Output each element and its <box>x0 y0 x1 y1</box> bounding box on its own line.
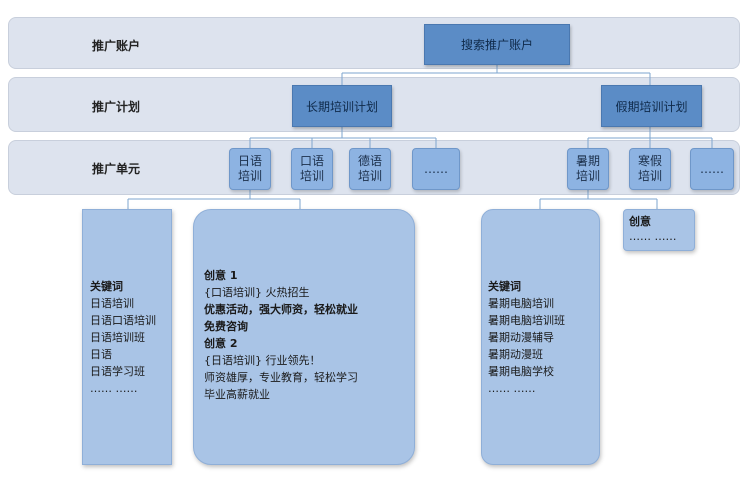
keyword-item: …… …… <box>90 382 138 395</box>
unit-label-line1: 寒假 <box>637 154 662 168</box>
creative-line: 毕业高薪就业 <box>204 388 270 401</box>
creative-line: 优惠活动，强大师资，轻松就业 <box>204 303 358 316</box>
connector-unit-right-panels <box>539 190 658 209</box>
unit-label-line2: 培训 <box>637 169 662 183</box>
unit-label-line1: 暑期 <box>575 154 600 168</box>
unit-node-german: 德语 培训 <box>349 148 391 190</box>
creative-line: 创意 2 <box>204 337 238 350</box>
unit-label-line1: 口语 <box>299 154 324 168</box>
keyword-item: 暑期电脑培训班 <box>488 314 565 327</box>
creative-panel-summer: 创意 …… …… <box>623 209 695 251</box>
keyword-item: 暑期动漫班 <box>488 348 543 361</box>
keyword-item: 暑期动漫辅导 <box>488 331 554 344</box>
creative-line: 创意 1 <box>204 269 238 282</box>
keyword-item: 日语学习班 <box>90 365 145 378</box>
keyword-item: 日语口语培训 <box>90 314 156 327</box>
unit-node-spoken: 口语 培训 <box>291 148 333 190</box>
unit-label-line2: 培训 <box>575 169 600 183</box>
unit-label-line2: 培训 <box>237 169 262 183</box>
unit-label-line2: 培训 <box>357 169 382 183</box>
keyword-item: 日语培训班 <box>90 331 145 344</box>
connector-account-plans <box>341 65 651 85</box>
unit-label-line1: …… <box>700 161 724 176</box>
unit-label-line1: …… <box>424 161 448 176</box>
account-node: 搜索推广账户 <box>424 24 570 65</box>
creative-line: {日语培训} 行业领先！ <box>204 354 321 367</box>
unit-node-more-long-term: …… <box>412 148 460 190</box>
plan-node-label: 假期培训计划 <box>615 99 688 114</box>
plan-level-label: 推广计划 <box>92 100 141 114</box>
creative-panel-japanese: 创意 1 {口语培训} 火热招生 优惠活动，强大师资，轻松就业 免费咨询 创意 … <box>193 209 415 465</box>
plan-node-holiday: 假期培训计划 <box>601 85 702 127</box>
keyword-item: 日语培训 <box>90 297 134 310</box>
creative-line: 免费咨询 <box>204 320 248 333</box>
keyword-item: 日语 <box>90 348 112 361</box>
unit-node-more-holiday: …… <box>690 148 734 190</box>
creative-panel-text: …… …… <box>629 230 677 243</box>
unit-node-japanese: 日语 培训 <box>229 148 271 190</box>
plan-node-long-term: 长期培训计划 <box>292 85 392 127</box>
creative-panel-title: 创意 <box>629 215 651 228</box>
keyword-item: …… …… <box>488 382 536 395</box>
plan-node-label: 长期培训计划 <box>305 99 378 114</box>
unit-label-line1: 德语 <box>357 154 382 168</box>
unit-label-line1: 日语 <box>237 154 262 168</box>
connector-unit-left-panels <box>127 190 301 209</box>
keyword-item: 暑期电脑培训 <box>488 297 554 310</box>
account-level-band <box>8 17 740 69</box>
keyword-panel-summer: 关键词 暑期电脑培训 暑期电脑培训班 暑期动漫辅导 暑期动漫班 暑期电脑学校 …… <box>481 209 600 465</box>
unit-level-label: 推广单元 <box>92 162 141 176</box>
keyword-item: 暑期电脑学校 <box>488 365 554 378</box>
unit-node-winter: 寒假 培训 <box>629 148 671 190</box>
keyword-panel-title: 关键词 <box>488 280 521 293</box>
keyword-panel-japanese: 关键词 日语培训 日语口语培训 日语培训班 日语 日语学习班 …… …… <box>82 209 172 465</box>
creative-line: {口语培训} 火热招生 <box>204 286 310 299</box>
unit-label-line2: 培训 <box>299 169 324 183</box>
creative-line: 师资雄厚，专业教育，轻松学习 <box>204 371 358 384</box>
keyword-panel-title: 关键词 <box>90 280 123 293</box>
account-level-label: 推广账户 <box>92 39 141 53</box>
account-node-label: 搜索推广账户 <box>460 38 533 52</box>
connector-plan2-units <box>587 127 713 148</box>
unit-node-summer: 暑期 培训 <box>567 148 609 190</box>
connector-plan1-units <box>249 127 437 148</box>
